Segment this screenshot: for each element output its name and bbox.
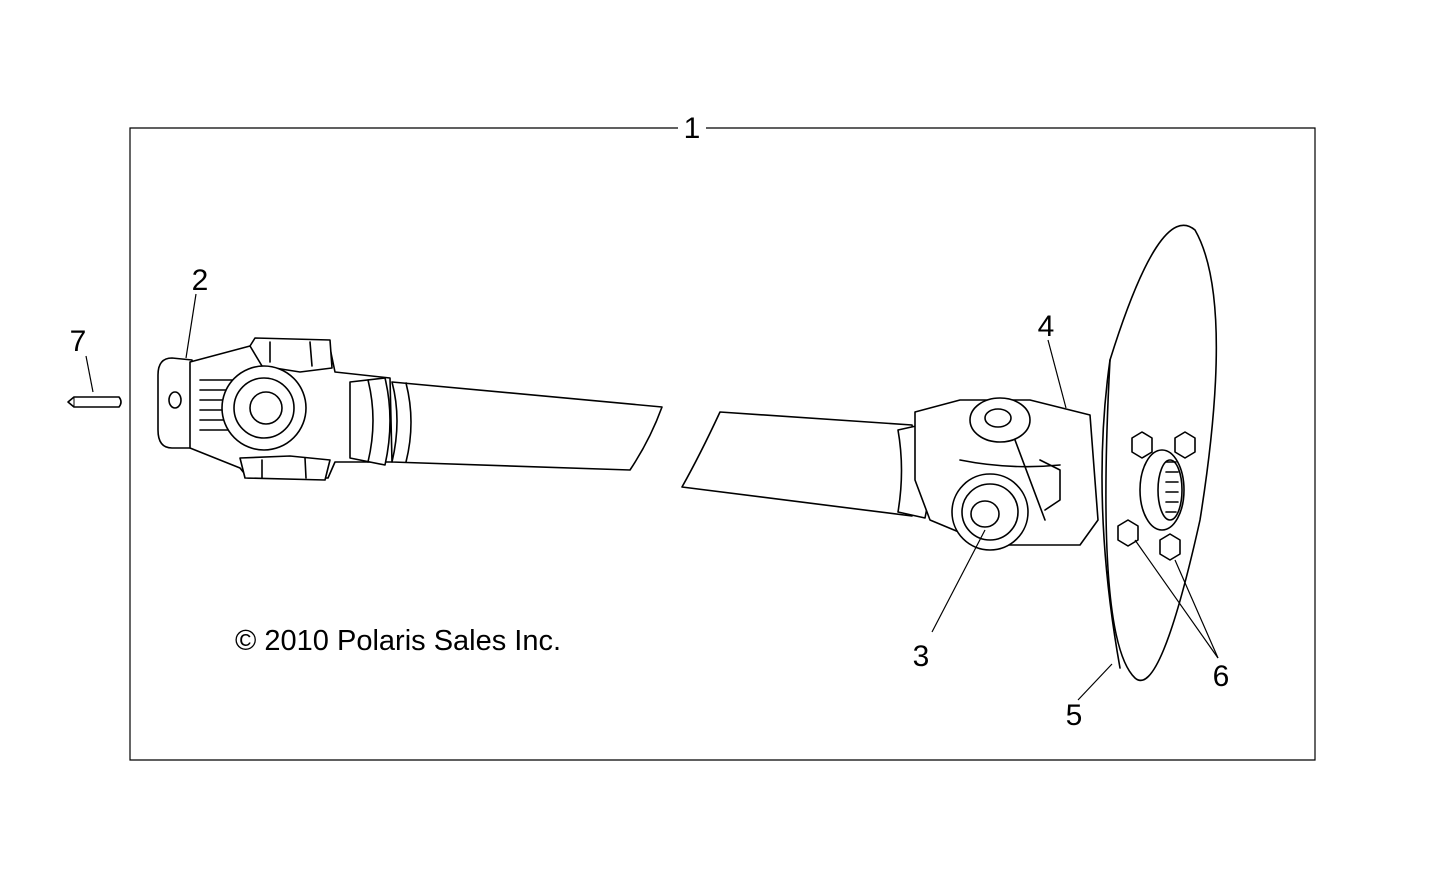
copyright-text: © 2010 Polaris Sales Inc. [235,625,561,657]
assembly-frame [129,127,1316,761]
flange-nut [1159,533,1181,561]
front-yoke-assembly [157,337,393,481]
callout-3-label: 3 [913,640,930,673]
leader-lines [85,293,1219,701]
shaft-tube-right [681,411,917,517]
callout-5-label: 5 [1066,699,1083,732]
callout-4-label: 4 [1038,310,1055,343]
callout-2-label: 2 [192,264,209,297]
shaft-tube-left [391,381,663,471]
pin-part [67,396,122,408]
rear-yoke-assembly [897,397,1099,551]
flange-nut [1117,519,1139,547]
callout-7-label: 7 [70,325,87,358]
callout-1-label: 1 [684,112,701,145]
flange-nut [1174,431,1196,459]
flange-disc [1101,224,1218,682]
flange-nut [1131,431,1153,459]
callout-6-label: 6 [1213,660,1230,693]
